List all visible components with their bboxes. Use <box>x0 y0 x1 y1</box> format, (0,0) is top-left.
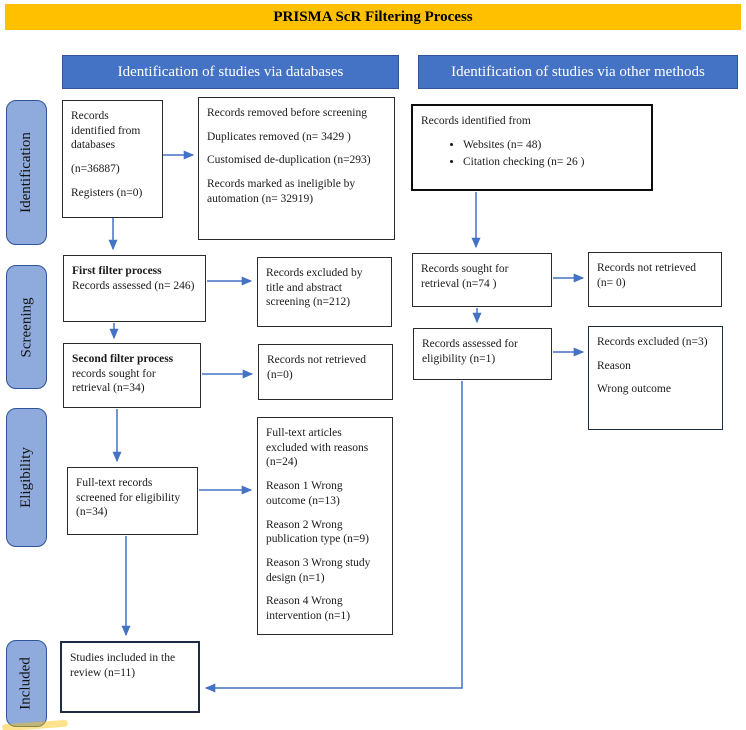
box-text-line: (n=36887) <box>71 163 120 176</box>
box-text-line: Studies included in the review (n=11) <box>70 652 176 679</box>
box-text-line: Reason 3 Wrong study design (n=1) <box>266 557 371 584</box>
box-text-line: Full-text records screened for eligibili… <box>76 477 181 519</box>
stage-label-included: Included <box>6 640 47 727</box>
diagram-title: PRISMA ScR Filtering Process <box>273 8 473 25</box>
box-records-identified-databases: Records identified from databases (n=368… <box>62 100 163 218</box>
box-text-line: Records identified from <box>421 115 531 127</box>
box-text-line: Duplicates removed (n= 3429 ) <box>207 130 351 143</box>
bullet-item: Websites (n= 48) <box>463 138 643 153</box>
box-second-filter-process: Second filter process records sought for… <box>63 343 201 408</box>
stage-label-eligibility: Eligibility <box>6 408 47 547</box>
stage-label-text: Identification <box>18 132 34 213</box>
box-records-not-retrieved-other: Records not retrieved (n= 0) <box>588 252 722 307</box>
box-studies-included: Studies included in the review (n=11) <box>60 641 200 713</box>
bullet-item: Citation checking (n= 26 ) <box>463 155 643 170</box>
box-records-removed-before-screening: Records removed before screening Duplica… <box>198 97 395 240</box>
box-text-line: Full-text articles excluded with reasons… <box>266 427 369 469</box>
box-text-line: Records sought for retrieval (n=74 ) <box>421 263 509 290</box>
box-text-line: Customised de-duplication (n=293) <box>207 154 371 167</box>
box-text-line: Records marked as ineligible by automati… <box>207 178 356 205</box>
box-text-line: Records not retrieved (n= 0) <box>597 262 696 289</box>
box-records-not-retrieved-databases: Records not retrieved (n=0) <box>258 344 393 400</box>
box-text-line: Records not retrieved (n=0) <box>267 354 366 381</box>
stage-label-text: Screening <box>18 297 35 357</box>
stage-label-text: Eligibility <box>18 447 34 508</box>
stage-label-identification: Identification <box>6 100 47 245</box>
box-records-assessed-eligibility-other: Records assessed for eligibility (n=1) <box>413 328 552 380</box>
box-records-excluded-title-abstract: Records excluded by title and abstract s… <box>257 257 392 327</box>
box-fulltext-excluded-reasons: Full-text articles excluded with reasons… <box>257 417 393 635</box>
box-text-line: Records excluded (n=3) <box>597 336 708 348</box>
box-text-line: Reason 4 Wrong intervention (n=1) <box>266 595 351 623</box>
box-records-identified-other: Records identified from Websites (n= 48)… <box>411 104 653 191</box>
box-records-excluded-other: Records excluded (n=3) Reason Wrong outc… <box>588 326 723 430</box>
box-fulltext-screened: Full-text records screened for eligibili… <box>67 467 198 535</box>
column-header-databases: Identification of studies via databases <box>62 55 399 89</box>
stage-label-screening: Screening <box>6 265 47 389</box>
stage-label-text: Included <box>18 657 35 710</box>
box-text-line: Reason 2 Wrong publication type (n=9) <box>266 518 369 546</box>
box-first-filter-process: First filter process Records assessed (n… <box>63 255 206 322</box>
box-text-line: Registers (n=0) <box>71 186 143 199</box>
box-text-line: Records excluded by title and abstract s… <box>266 267 363 309</box>
bullet-list: Websites (n= 48) Citation checking (n= 2… <box>463 138 643 170</box>
box-title-line: Second filter process <box>72 353 174 365</box>
box-text-line: Wrong outcome <box>597 383 671 396</box>
box-text-line: records sought for retrieval (n=34) <box>72 367 156 395</box>
box-text-line: Records identified from databases <box>71 110 141 152</box>
diagram-title-banner: PRISMA ScR Filtering Process <box>5 4 741 30</box>
column-header-other-methods-label: Identification of studies via other meth… <box>451 63 705 80</box>
column-header-other-methods: Identification of studies via other meth… <box>418 55 738 89</box>
box-text-line: Records assessed for eligibility (n=1) <box>422 338 518 365</box>
box-text-line: Records removed before screening <box>207 107 367 119</box>
column-header-databases-label: Identification of studies via databases <box>117 63 344 80</box>
box-records-sought-retrieval-other: Records sought for retrieval (n=74 ) <box>412 253 552 307</box>
box-text-line: Reason 1 Wrong outcome (n=13) <box>266 480 343 507</box>
box-title-line: First filter process <box>72 265 162 277</box>
box-text-line: Reason <box>597 359 631 372</box>
box-text-line: Records assessed (n= 246) <box>72 279 195 292</box>
